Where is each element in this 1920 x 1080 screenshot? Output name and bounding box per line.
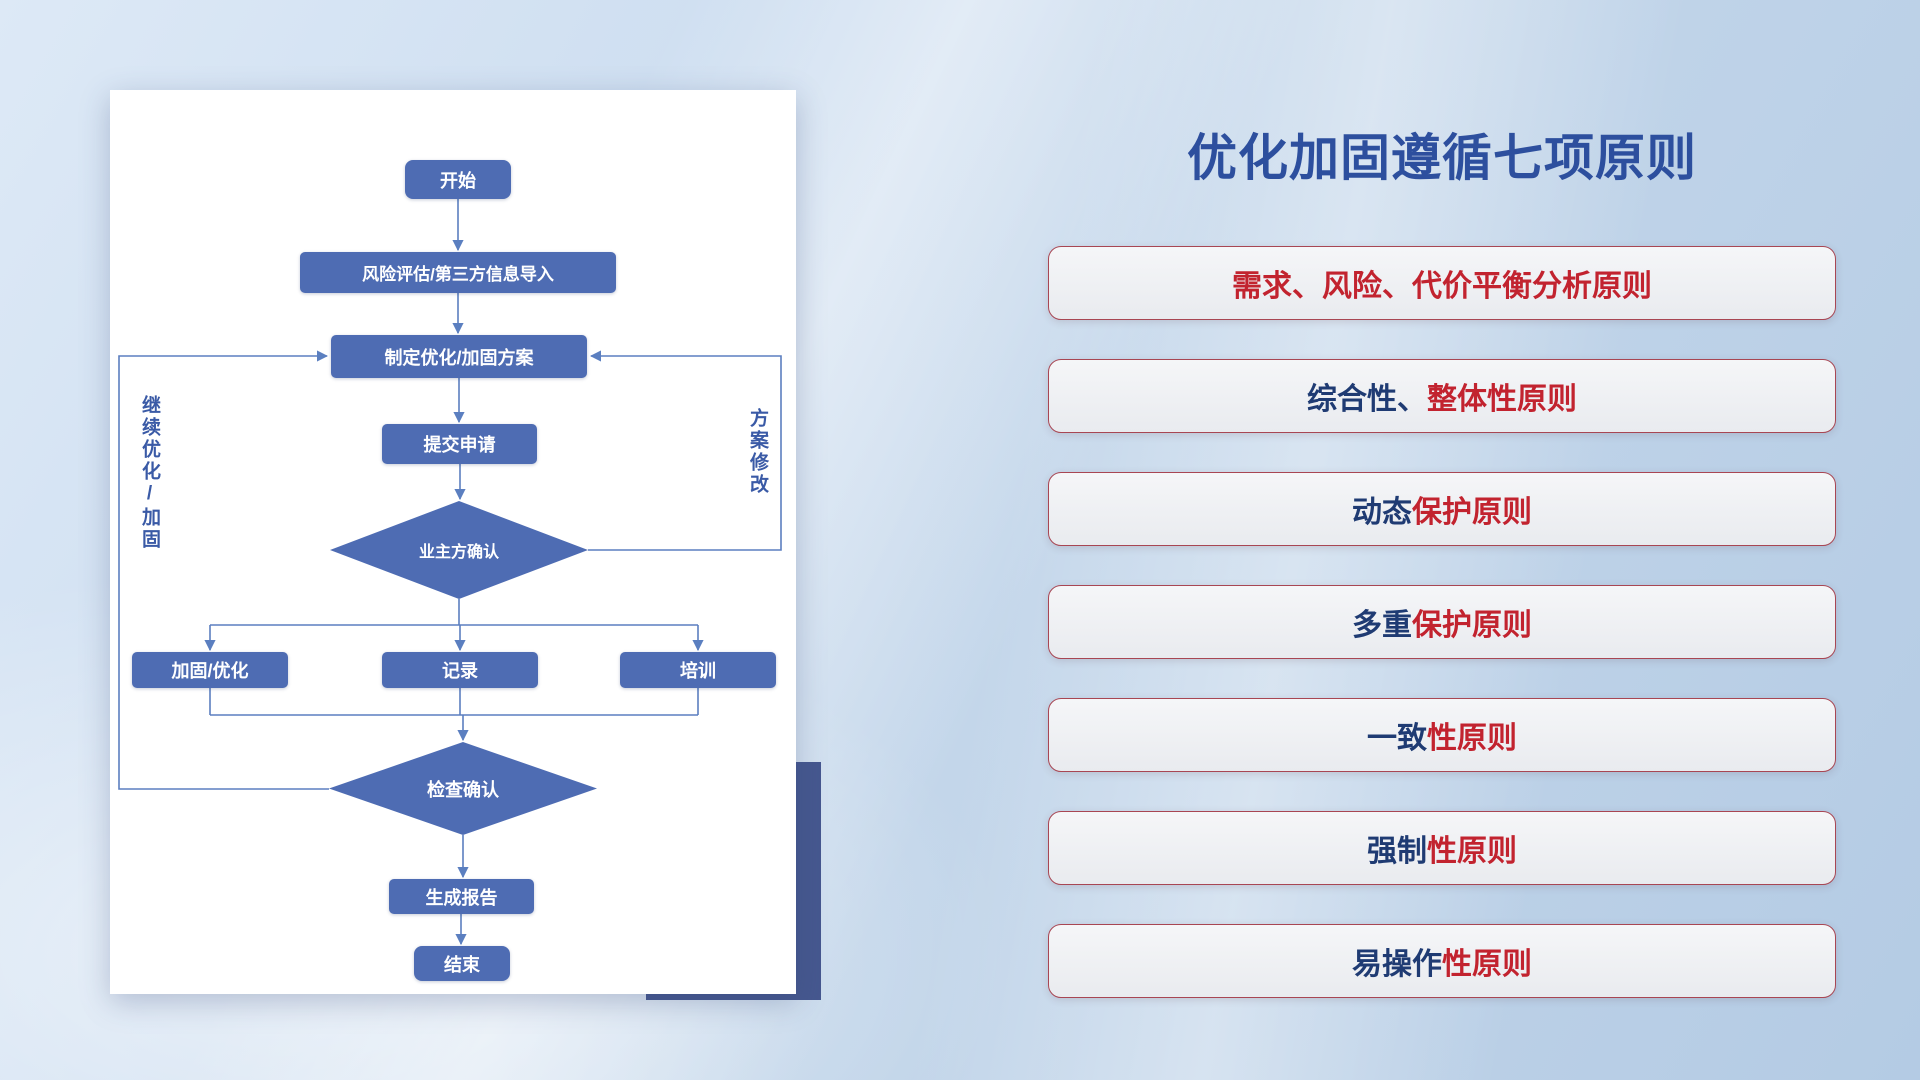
flow-node-end: 结束: [414, 946, 510, 981]
principle-lead-text: 一致: [1367, 722, 1427, 755]
flow-node-report: 生成报告: [389, 879, 534, 914]
principle-card-7: 易操作性原则: [1048, 924, 1836, 998]
loop-label-plan-modify: 方案修改: [747, 408, 768, 496]
principle-emphasis-text: 需求、风险、代价平衡分析原则: [1232, 270, 1652, 303]
principle-card-6: 强制性原则: [1048, 811, 1836, 885]
flow-node-reinforce: 加固/优化: [132, 652, 288, 688]
principle-lead-text: 多重: [1352, 609, 1412, 642]
principle-lead-text: 综合性、: [1307, 383, 1427, 416]
principle-emphasis-text: 保护原则: [1412, 609, 1532, 642]
principle-emphasis-text: 性原则: [1427, 722, 1517, 755]
principle-card-2: 综合性、整体性原则: [1048, 359, 1836, 433]
flow-node-risk-import: 风险评估/第三方信息导入: [300, 252, 616, 293]
principle-card-4: 多重保护原则: [1048, 585, 1836, 659]
principle-card-1: 需求、风险、代价平衡分析原则: [1048, 246, 1836, 320]
flowchart-connectors: [118, 199, 782, 946]
principle-emphasis-text: 性原则: [1442, 948, 1532, 981]
principle-lead-text: 强制: [1367, 835, 1427, 868]
page-title: 优化加固遵循七项原则: [1187, 130, 1697, 186]
principle-card-5: 一致性原则: [1048, 698, 1836, 772]
principles-list: 需求、风险、代价平衡分析原则 综合性、整体性原则 动态保护原则 多重保护原则 一…: [1048, 246, 1836, 1037]
flow-node-make-plan: 制定优化/加固方案: [331, 335, 587, 378]
flow-node-training: 培训: [620, 652, 776, 688]
loop-label-continue-optimize: 继续优化/加固: [139, 395, 160, 551]
flow-node-submit: 提交申请: [382, 424, 537, 464]
principle-lead-text: 易操作: [1352, 948, 1442, 981]
flow-node-record: 记录: [382, 652, 538, 688]
principle-lead-text: 动态: [1352, 496, 1412, 529]
flowchart-card: 开始 风险评估/第三方信息导入 制定优化/加固方案 提交申请 业主方确认 加固/…: [110, 90, 796, 994]
principle-card-3: 动态保护原则: [1048, 472, 1836, 546]
principle-emphasis-text: 性原则: [1427, 835, 1517, 868]
principle-emphasis-text: 整体性原则: [1427, 383, 1577, 416]
principle-emphasis-text: 保护原则: [1412, 496, 1532, 529]
flow-node-start: 开始: [405, 160, 511, 199]
